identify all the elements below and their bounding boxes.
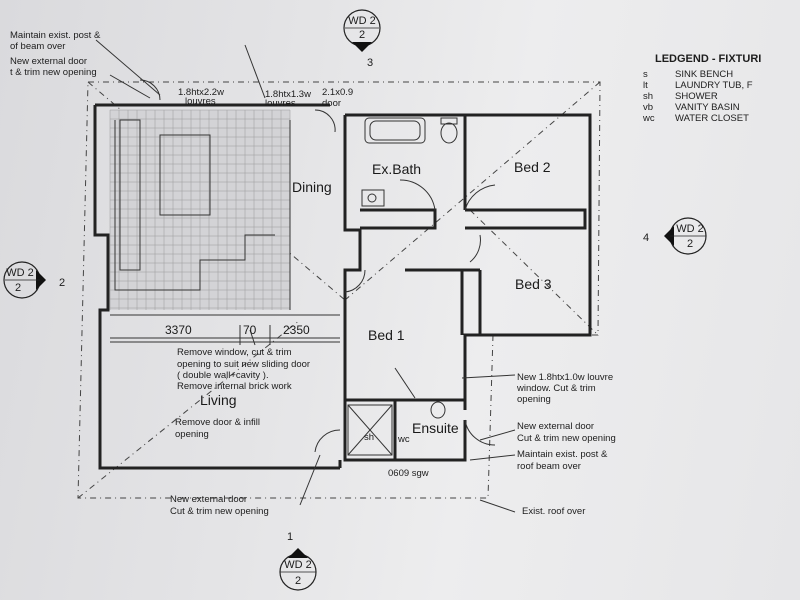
marker-sheet: 2 (15, 282, 21, 294)
room-ensuite: Ensuite (412, 420, 459, 436)
interior-walls (110, 115, 587, 460)
room-bed1: Bed 1 (368, 327, 405, 343)
note-bottom-ext-door: New external door (170, 494, 247, 505)
note-right-trim: Cut & trim new opening (517, 433, 616, 444)
note-sliding-door: opening to suit new sliding door (177, 359, 310, 370)
toilet (440, 117, 458, 144)
note-sgw: 0609 sgw (388, 468, 429, 479)
marker-sheet: 2 (687, 238, 693, 250)
room-dining: Dining (292, 179, 332, 195)
room-living: Living (200, 392, 237, 408)
section-marker-top: WD 2 2 3 (343, 9, 381, 69)
marker-num: 3 (367, 57, 373, 69)
legend-code: s (643, 69, 648, 80)
exterior-walls (93, 103, 592, 470)
note-beam-over: of beam over (10, 41, 65, 52)
dimension-2350: 2350 (283, 323, 310, 337)
legend-desc: SINK BENCH (675, 69, 733, 80)
marker-sheet: 2 (359, 29, 365, 41)
dimension-line (110, 325, 340, 345)
note-bottom-trim: Cut & trim new opening (170, 506, 269, 517)
note-exist-roof: Exist. roof over (522, 506, 585, 517)
room-bed2: Bed 2 (514, 159, 551, 175)
note-window-trim: window. Cut & trim (516, 383, 596, 394)
note-door-label: door (322, 98, 341, 109)
note-maintain-post: Maintain exist. post & (10, 30, 101, 41)
marker-ref: WD 2 (348, 15, 376, 27)
note-new-ext-door: New external door (10, 56, 87, 67)
dimension-3370: 3370 (165, 323, 192, 337)
legend-code: wc (642, 113, 655, 124)
note-remove-door: Remove door & infill (175, 417, 260, 428)
note-louvre2-label: louvres (265, 98, 296, 109)
note-right-ext-door: New external door (517, 421, 594, 432)
section-marker-right: WD 2 2 4 (643, 217, 707, 255)
fixture-wc: wc (397, 434, 410, 445)
marker-num: 1 (287, 531, 293, 543)
legend-code: vb (643, 102, 653, 113)
legend-desc: LAUNDRY TUB, F (675, 80, 753, 91)
roof-hip-line (344, 81, 601, 301)
legend-desc: SHOWER (675, 91, 718, 102)
legend-title: LEDGEND - FIXTURI (655, 53, 761, 65)
section-marker-left: WD 2 2 2 (3, 261, 65, 299)
marker-ref: WD 2 (6, 267, 34, 279)
note-double-wall: ( double wall+cavity ). (177, 370, 269, 381)
legend-desc: WATER CLOSET (675, 113, 749, 124)
legend-desc: VANITY BASIN (675, 102, 740, 113)
section-marker-bottom: WD 2 2 1 (279, 531, 317, 591)
marker-ref: WD 2 (284, 559, 312, 571)
note-window-opening: opening (517, 394, 551, 405)
note-louvre1-label: louvres (185, 96, 216, 107)
legend-code: sh (643, 91, 653, 102)
note-door-size: 2.1x0.9 (322, 87, 353, 98)
basin (361, 189, 385, 207)
dimension-70: 70 (243, 323, 257, 337)
note-louvre1-size: 1.8htx2.2w (178, 87, 224, 98)
fixture-legend: LEDGEND - FIXTURI s SINK BENCH lt LAUNDR… (642, 53, 761, 124)
marker-ref: WD 2 (676, 223, 704, 235)
room-exbath: Ex.Bath (372, 161, 421, 177)
kitchen-benches (114, 119, 275, 291)
bathtub (364, 117, 426, 144)
marker-sheet: 2 (295, 575, 301, 587)
marker-num: 2 (59, 277, 65, 289)
note-louvre-window: New 1.8htx1.0w louvre (517, 372, 613, 383)
room-bed3: Bed 3 (515, 276, 552, 292)
note-trim-opening: t & trim new opening (10, 67, 97, 78)
note-opening: opening (175, 429, 209, 440)
note-remove-brick: Remove internal brick work (177, 381, 292, 392)
leader-lines (95, 39, 516, 513)
fixture-sh: sh (364, 432, 374, 443)
marker-num: 4 (643, 232, 649, 244)
note-right-beam: roof beam over (517, 461, 581, 472)
note-remove-window: Remove window, cut & trim (177, 347, 292, 358)
legend-code: lt (643, 80, 648, 91)
note-right-post: Maintain exist. post & (517, 449, 608, 460)
ensuite-vanity (430, 401, 446, 419)
note-louvre2-size: 1.8htx1.3w (265, 89, 311, 100)
shower (347, 404, 393, 456)
